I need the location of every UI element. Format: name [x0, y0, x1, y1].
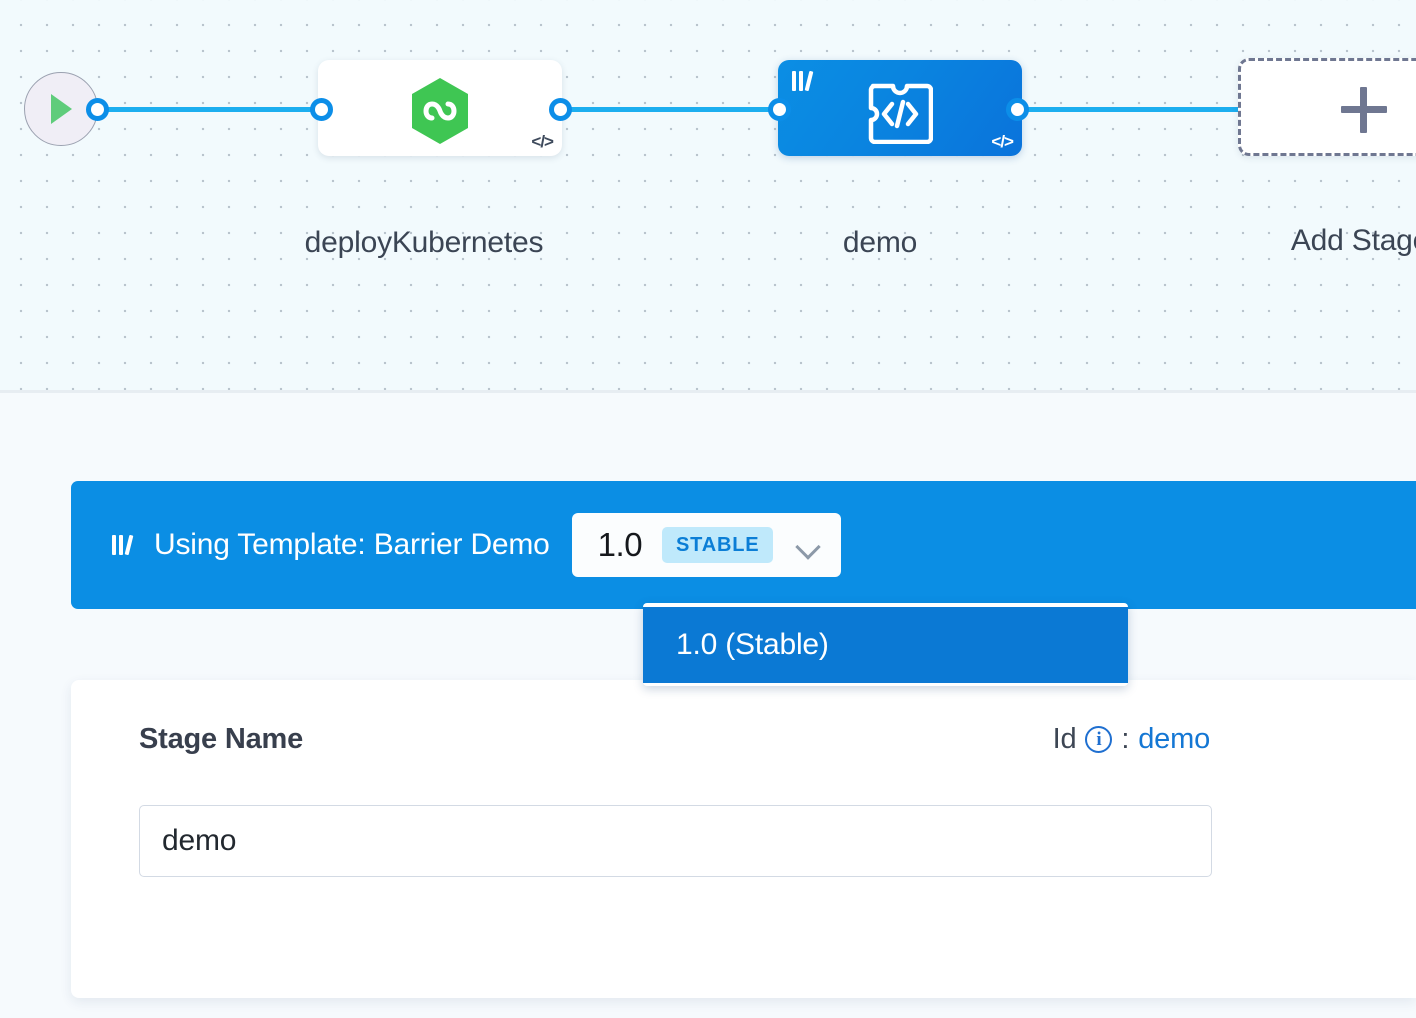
banner-content: Using Template: Barrier Demo 1.0 STABLE [111, 481, 842, 609]
stage-settings-card: Stage Name Id i : demo [71, 680, 1416, 998]
stage-name-label: Stage Name [139, 723, 304, 755]
port-deploykubernetes-input[interactable] [310, 98, 333, 121]
port-deploykubernetes-output[interactable] [549, 98, 572, 121]
template-puzzle-code-icon [867, 76, 934, 149]
template-library-icon [791, 70, 815, 92]
plus-icon [1341, 87, 1387, 133]
stage-id-row: Id i : demo [1052, 723, 1211, 756]
chevron-down-icon[interactable] [795, 532, 821, 558]
code-icon: </> [991, 132, 1014, 151]
connector-demo-to-add [1005, 107, 1250, 112]
template-library-icon [111, 534, 135, 556]
info-icon[interactable]: i [1085, 726, 1113, 753]
template-version-selector[interactable]: 1.0 STABLE [571, 513, 842, 577]
dropdown-option-1-0-stable[interactable]: 1.0 (Stable) [643, 607, 1128, 683]
stage-details-panel: Using Template: Barrier Demo 1.0 STABLE … [0, 393, 1416, 1018]
using-template-banner: Using Template: Barrier Demo 1.0 STABLE [71, 481, 1416, 609]
stage-node-deploykubernetes[interactable]: </> [318, 60, 562, 156]
stage-name-input[interactable] [139, 805, 1212, 877]
add-stage-label: Add Stage [1290, 224, 1416, 257]
pipeline-start-node[interactable] [24, 72, 98, 146]
stable-status-badge: STABLE [662, 527, 774, 563]
connector-start-to-k8s [92, 107, 330, 112]
connector-k8s-to-demo [548, 107, 788, 112]
port-start-output[interactable] [86, 98, 109, 121]
stage-node-demo[interactable]: </> [778, 60, 1022, 156]
harness-hexagon-icon [408, 76, 472, 151]
port-demo-output[interactable] [1006, 98, 1029, 121]
stage-id-label: Id [1052, 723, 1077, 755]
stage-label-deploykubernetes: deployKubernetes [304, 226, 544, 259]
pipeline-canvas[interactable]: </> </> deployKubernetes demo Add Stage [0, 0, 1416, 392]
add-stage-node[interactable] [1238, 58, 1416, 156]
canvas-divider [0, 390, 1416, 393]
template-version-value: 1.0 [597, 526, 643, 563]
play-icon [51, 94, 72, 124]
port-demo-input[interactable] [768, 98, 791, 121]
stage-id-value: demo [1138, 723, 1210, 755]
code-icon: </> [531, 132, 554, 151]
stage-label-demo: demo [842, 226, 918, 259]
using-template-label: Using Template: Barrier Demo [154, 528, 550, 561]
stage-id-separator: : [1121, 723, 1130, 755]
template-version-dropdown-menu[interactable]: 1.0 (Stable) [643, 603, 1128, 686]
